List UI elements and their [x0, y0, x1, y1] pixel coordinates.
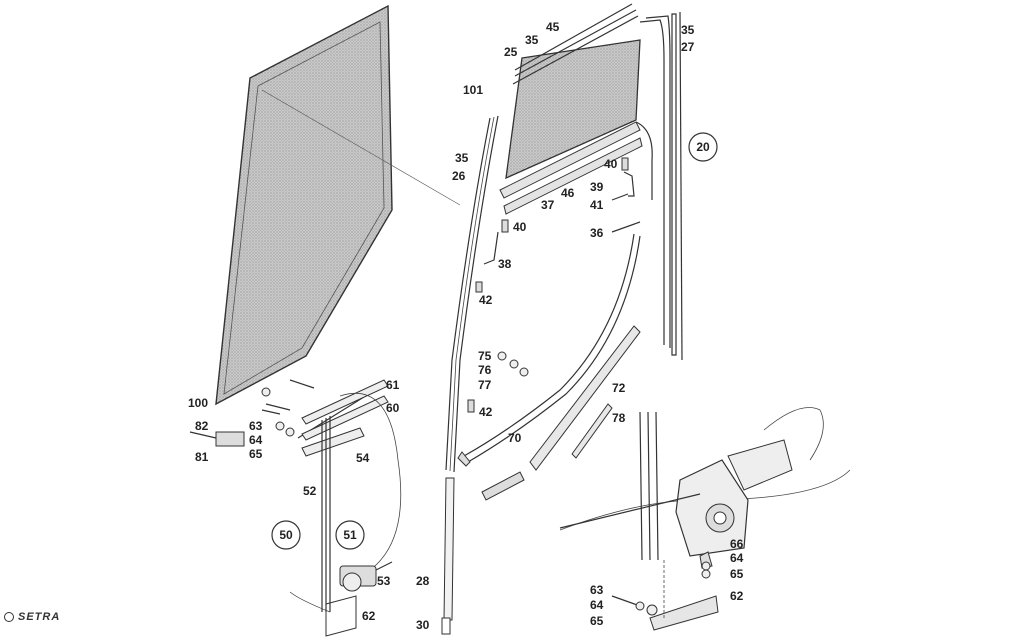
part-label: 45	[546, 20, 560, 34]
part-label: 38	[498, 257, 512, 271]
part-label: 81	[195, 450, 209, 464]
part-label: 30	[416, 618, 430, 632]
part-label: 62	[730, 589, 744, 603]
strip-78	[571, 403, 613, 459]
window-motor-right	[559, 407, 851, 631]
guide-rail-left	[441, 115, 499, 635]
part-label: 39	[590, 180, 604, 194]
part-label: 40	[513, 220, 527, 234]
curved-seal-70	[457, 233, 641, 467]
part-label: 66	[730, 537, 744, 551]
part-label: 65	[590, 614, 604, 628]
part-label: 63	[590, 583, 604, 597]
circled-ref-20: 20	[696, 140, 710, 154]
part-label: 75	[478, 349, 492, 363]
upper-glass-101	[505, 39, 641, 180]
lower-rail-46-37	[499, 121, 653, 215]
part-label: 78	[612, 411, 626, 425]
part-label: 42	[479, 405, 493, 419]
part-label: 72	[612, 381, 626, 395]
top-seal-strips	[512, 3, 683, 361]
part-label: 53	[377, 574, 391, 588]
part-label: 82	[195, 419, 209, 433]
part-label: 61	[386, 378, 400, 392]
circled-ref-50: 50	[279, 528, 293, 542]
channel-piece	[481, 471, 525, 501]
bracket-hardware-right	[467, 157, 641, 413]
part-label: 64	[730, 551, 744, 565]
circled-ref-51: 51	[343, 528, 357, 542]
part-label: 35	[525, 33, 539, 47]
part-label: 46	[561, 186, 575, 200]
part-label: 36	[590, 226, 604, 240]
part-label: 37	[541, 198, 555, 212]
part-label: 101	[463, 83, 483, 97]
window-pane-100	[215, 4, 393, 406]
part-labels: 45 35 25 35 27 101 35 26 46 37 40 39 41 …	[188, 20, 744, 632]
part-label: 26	[452, 169, 466, 183]
rail-72	[529, 325, 641, 471]
part-label: 64	[590, 598, 604, 612]
part-label: 27	[681, 40, 695, 54]
part-label: 52	[303, 484, 317, 498]
part-label: 76	[478, 363, 492, 377]
part-label: 62	[362, 609, 376, 623]
part-label: 54	[356, 451, 370, 465]
part-label: 100	[188, 396, 208, 410]
window-regulator-left	[189, 379, 402, 637]
part-label: 77	[478, 378, 492, 392]
part-label: 35	[455, 151, 469, 165]
part-label: 40	[604, 157, 618, 171]
part-label: 63	[249, 419, 263, 433]
part-label: 60	[386, 401, 400, 415]
part-label: 35	[681, 23, 695, 37]
part-label: 70	[508, 431, 522, 445]
part-label: 41	[590, 198, 604, 212]
brand-name: SETRA	[18, 611, 61, 623]
part-label: 65	[249, 447, 263, 461]
part-label: 42	[479, 293, 493, 307]
part-label: 28	[416, 574, 430, 588]
part-label: 25	[504, 45, 518, 59]
brand-logo-icon	[4, 612, 14, 622]
part-label: 64	[249, 433, 263, 447]
circled-references: 20 50 51	[271, 132, 718, 550]
brand-logo: SETRA	[4, 611, 60, 623]
leader-line	[261, 89, 461, 206]
part-label: 65	[730, 567, 744, 581]
